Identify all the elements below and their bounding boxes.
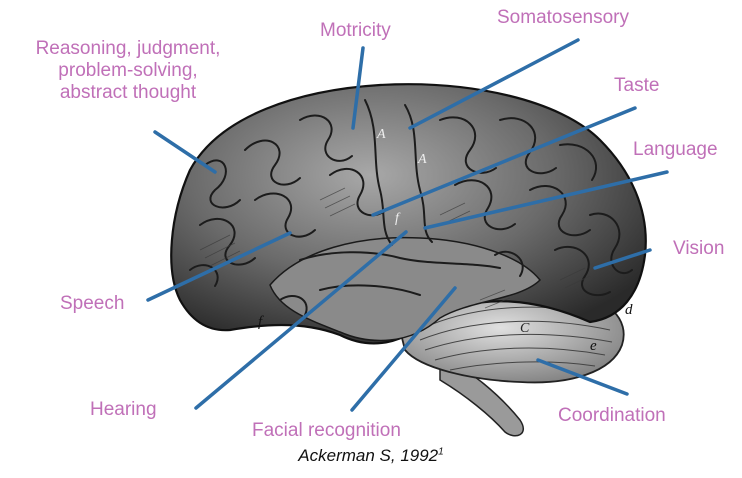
- citation-superscript: 1: [438, 446, 444, 457]
- label-reasoning-line-3: abstract thought: [8, 82, 248, 104]
- engraving-letter-a1: A: [376, 127, 386, 142]
- citation-text: Ackerman S, 1992: [298, 446, 438, 465]
- label-reasoning-line-2: problem-solving,: [8, 60, 248, 82]
- label-somatosensory: Somatosensory: [497, 7, 629, 29]
- label-reasoning: Reasoning, judgment, problem-solving, ab…: [8, 38, 248, 104]
- label-taste: Taste: [614, 75, 659, 97]
- label-facial-recognition: Facial recognition: [252, 420, 401, 442]
- engraving-letter-d: d: [625, 302, 633, 318]
- label-language: Language: [633, 139, 718, 161]
- engraving-letter-c: C: [520, 321, 530, 336]
- label-motricity: Motricity: [320, 20, 391, 42]
- label-speech: Speech: [60, 293, 124, 315]
- label-coordination: Coordination: [558, 405, 666, 427]
- label-vision: Vision: [673, 238, 724, 260]
- engraving-letter-a2: A: [417, 152, 427, 167]
- label-hearing: Hearing: [90, 399, 157, 421]
- citation-caption: Ackerman S, 19921: [0, 446, 742, 466]
- engraving-letter-e: e: [590, 338, 597, 354]
- label-reasoning-line-1: Reasoning, judgment,: [8, 38, 248, 60]
